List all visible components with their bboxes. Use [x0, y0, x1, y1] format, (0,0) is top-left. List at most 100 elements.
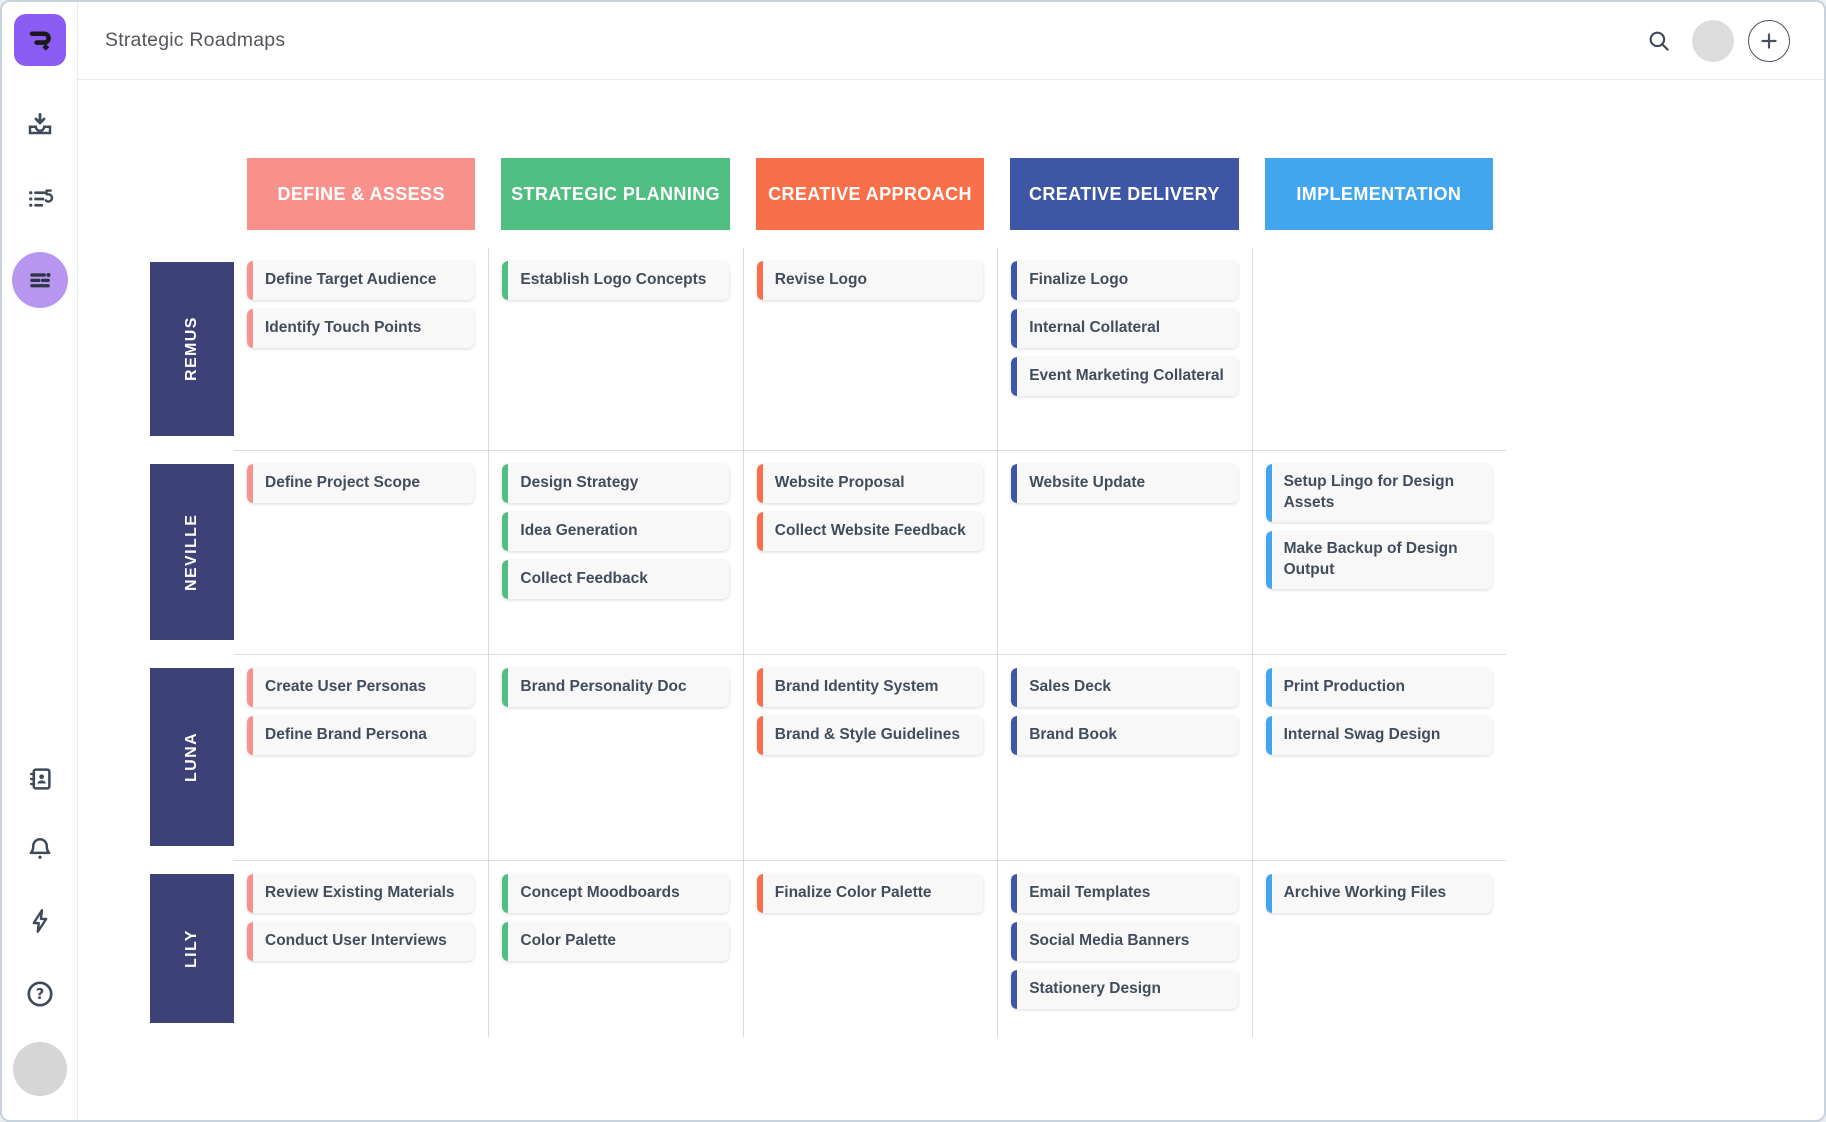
card-color-bar [1011, 716, 1018, 755]
task-card[interactable]: Website Proposal [756, 464, 984, 503]
card-color-bar [756, 668, 763, 707]
task-card[interactable]: Setup Lingo for Design Assets [1265, 464, 1492, 522]
task-card[interactable]: Brand Identity System [756, 668, 984, 707]
task-card[interactable]: Collect Website Feedback [756, 512, 984, 551]
task-card[interactable]: Internal Collateral [1011, 309, 1238, 348]
sidebar-item-items-list[interactable] [25, 184, 55, 214]
task-card[interactable]: Sales Deck [1011, 668, 1238, 707]
task-card[interactable]: Stationery Design [1011, 970, 1238, 1009]
sidebar-item-help[interactable]: ? [24, 978, 56, 1010]
task-card[interactable]: Identify Touch Points [247, 309, 475, 348]
task-card-label: Sales Deck [1029, 678, 1112, 696]
task-card-label: Email Templates [1029, 884, 1151, 902]
plus-icon [1761, 32, 1777, 49]
task-card[interactable]: Define Project Scope [247, 464, 475, 503]
card-color-bar [247, 922, 253, 961]
card-color-bar [1011, 309, 1018, 348]
board-cell: Revise Logo [742, 248, 997, 450]
task-card[interactable]: Social Media Banners [1011, 922, 1238, 961]
card-color-bar [1011, 922, 1018, 961]
task-card-label: Setup Lingo for Design Assets [1283, 473, 1455, 511]
card-color-bar [502, 874, 509, 913]
card-color-bar [1011, 970, 1018, 1009]
task-card-label: Brand Identity System [774, 678, 939, 696]
task-card[interactable]: Archive Working Files [1265, 874, 1492, 913]
task-card-label: Establish Logo Concepts [520, 271, 707, 289]
task-card-label: Event Marketing Collateral [1029, 367, 1224, 385]
task-card[interactable]: Brand & Style Guidelines [756, 716, 984, 755]
sidebar-item-roadmap-active[interactable] [11, 252, 68, 308]
board-cell: Archive Working Files [1251, 860, 1506, 1037]
task-card-label: Finalize Color Palette [774, 884, 932, 902]
task-card-label: Idea Generation [520, 522, 638, 540]
task-card-label: Collect Website Feedback [774, 522, 966, 540]
card-color-bar [1265, 716, 1272, 755]
page-title: Strategic Roadmaps [105, 29, 286, 51]
task-card[interactable]: Brand Book [1011, 716, 1238, 755]
task-card[interactable]: Revise Logo [756, 261, 984, 300]
board-cell [1251, 248, 1506, 450]
task-card-label: Concept Moodboards [520, 884, 680, 902]
task-card-label: Stationery Design [1029, 980, 1161, 998]
sidebar: ? [2, 2, 78, 1120]
task-card[interactable]: Define Brand Persona [247, 716, 475, 755]
task-card[interactable]: Create User Personas [247, 668, 475, 707]
task-card[interactable]: Website Update [1011, 464, 1238, 503]
sidebar-item-activity[interactable] [25, 906, 55, 936]
task-card[interactable]: Color Palette [502, 922, 729, 961]
task-card-label: Define Project Scope [265, 474, 421, 492]
search-button[interactable] [1646, 28, 1672, 54]
task-card[interactable]: Define Target Audience [247, 261, 475, 300]
contacts-book-icon [29, 768, 51, 790]
task-card[interactable]: Internal Swag Design [1265, 716, 1492, 755]
task-card[interactable]: Review Existing Materials [247, 874, 475, 913]
card-color-bar [1011, 668, 1018, 707]
task-card[interactable]: Make Backup of Design Output [1265, 530, 1492, 589]
sidebar-item-notifications[interactable] [25, 834, 55, 864]
card-color-bar [1265, 668, 1272, 707]
task-card-label: Internal Swag Design [1283, 726, 1441, 744]
task-card[interactable]: Establish Logo Concepts [502, 261, 729, 300]
card-color-bar [756, 512, 763, 551]
task-card[interactable]: Conduct User Interviews [247, 922, 475, 961]
task-card-label: Make Backup of Design Output [1283, 539, 1458, 578]
task-card[interactable]: Print Production [1265, 668, 1492, 707]
card-color-bar [247, 309, 253, 348]
sidebar-avatar[interactable] [12, 1042, 67, 1096]
card-color-bar [502, 560, 509, 599]
topbar-controls [1646, 19, 1790, 62]
task-card-label: Archive Working Files [1283, 884, 1447, 902]
card-color-bar [1265, 874, 1272, 913]
card-color-bar [502, 922, 509, 961]
task-card-label: Brand Personality Doc [520, 678, 687, 696]
app-logo[interactable] [13, 14, 66, 66]
task-card-label: Revise Logo [774, 271, 867, 289]
row-label-neville: NEVILLE [150, 464, 234, 640]
task-card[interactable]: Concept Moodboards [502, 874, 729, 913]
task-card-label: Internal Collateral [1029, 319, 1161, 337]
sidebar-item-contacts[interactable] [25, 764, 55, 794]
task-card[interactable]: Collect Feedback [502, 560, 729, 599]
add-roadmap-button[interactable] [1748, 19, 1790, 62]
bell-icon [29, 838, 50, 859]
task-card-label: Brand & Style Guidelines [774, 726, 960, 744]
task-card[interactable]: Idea Generation [502, 512, 729, 551]
board-cell: Brand Personality Doc [488, 654, 743, 860]
task-card[interactable]: Design Strategy [502, 464, 729, 503]
card-color-bar [247, 261, 253, 300]
sidebar-item-import[interactable] [25, 110, 55, 140]
task-card[interactable]: Event Marketing Collateral [1011, 357, 1238, 396]
card-color-bar [756, 716, 763, 755]
card-color-bar [1265, 530, 1272, 589]
task-card[interactable]: Finalize Color Palette [756, 874, 984, 913]
topbar-avatar[interactable] [1692, 19, 1734, 62]
task-card[interactable]: Email Templates [1011, 874, 1238, 913]
task-card[interactable]: Brand Personality Doc [502, 668, 729, 707]
task-card-label: Create User Personas [265, 678, 427, 696]
task-card[interactable]: Finalize Logo [1011, 261, 1238, 300]
